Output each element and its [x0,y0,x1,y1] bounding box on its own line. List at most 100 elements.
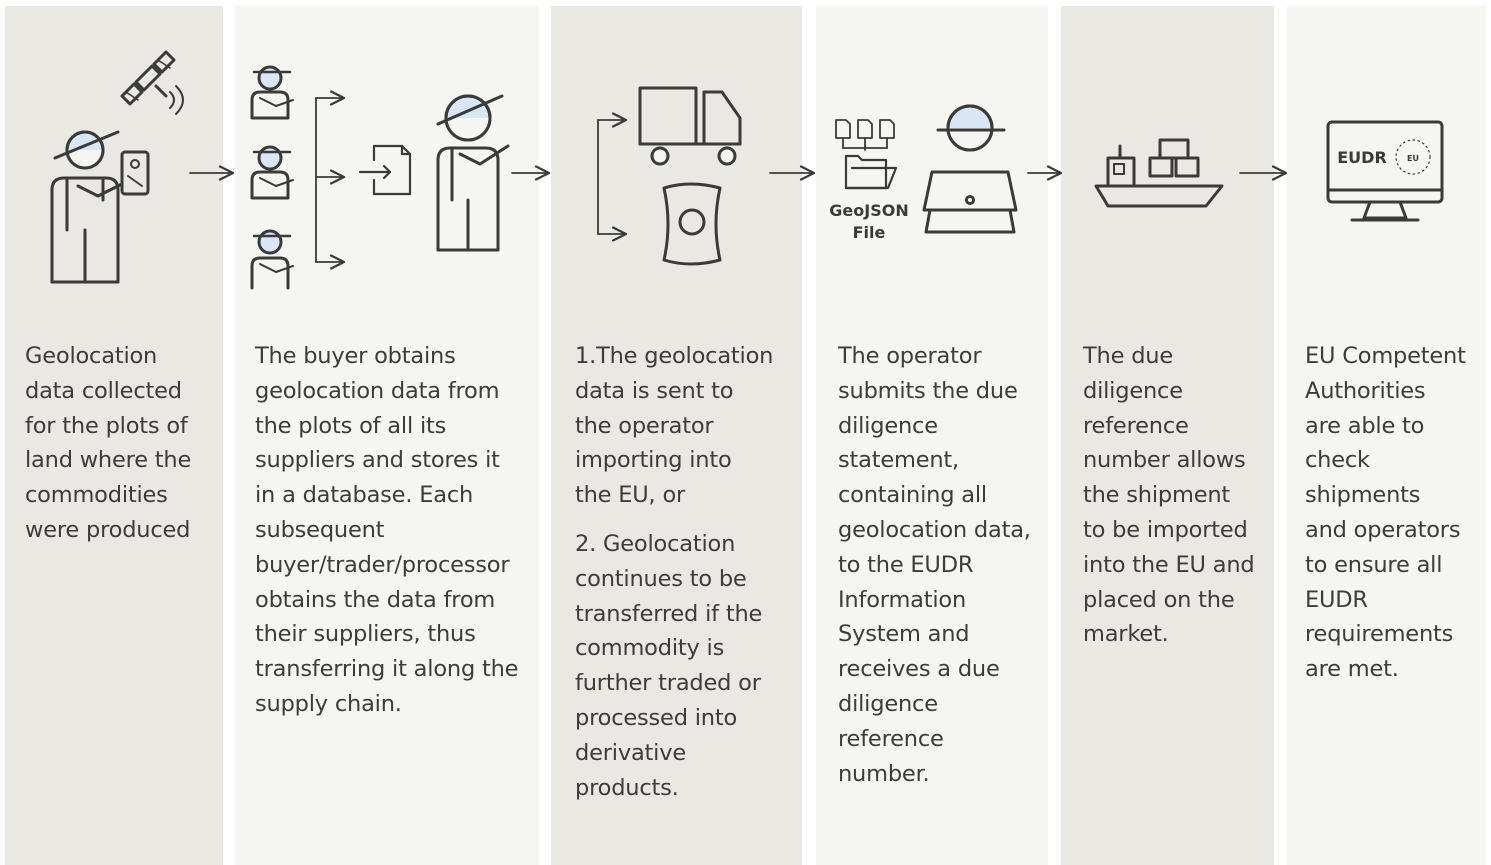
text-line: for the plots of [25,412,188,439]
text-line: number allows [1083,447,1246,474]
text-line: products. [575,774,679,801]
text-line: geolocation data, [838,516,1031,543]
text-line: the shipment [1083,482,1231,509]
text-line: Authorities [1305,377,1426,404]
operator-laptop-icon [922,104,1018,234]
satellite-icon [120,50,184,115]
text-line: suppliers and stores it [255,447,500,474]
text-line: supply chain. [255,690,402,717]
process-icons: GeoJSON File EUDR EU [50,50,1444,290]
text-line: are able to [1305,412,1425,439]
text-line: transferred if the [575,600,763,627]
text-line: receives a due [838,656,1000,683]
text-line: The buyer obtains [255,343,456,369]
step-3-panel [551,6,802,865]
text-line: Geolocation [25,343,158,369]
geojson-file-icon [835,119,898,190]
text-line: their suppliers, thus [255,621,476,648]
step-1-description: Geolocation data collected for the plots o… [25,339,220,548]
buyer-icon [436,94,510,252]
text-line: the plots of all its [255,412,447,439]
text-line: requirements [1305,621,1454,648]
text-line: The due [1083,343,1173,369]
text-line: geolocation data from [255,377,500,404]
text-line: diligence [838,690,938,717]
step-5-description: The due diligence reference number allows th… [1083,339,1273,652]
farmer-icon [50,130,124,284]
step-1-lines: Geolocation data collected for the plots o… [25,339,220,548]
text-line: are met. [1305,656,1399,683]
step-4-panel [816,6,1048,865]
text-line: further traded or [575,670,761,697]
text-line: the EU, or [575,482,686,509]
text-line: processed into [575,704,738,731]
step-5-panel [1061,6,1274,865]
step-5-lines: The due diligence reference number allows th… [1083,339,1273,652]
text-line: buyer/trader/processor [255,551,510,578]
commodity-sack-icon [662,182,722,266]
text-line: EU Competent [1305,343,1466,369]
geojson-label-line1: GeoJSON [829,201,908,220]
text-line: to be imported [1083,516,1248,543]
text-line: were produced [25,516,191,543]
text-line: market. [1083,621,1169,648]
step-4-description: The operator submits the due diligence stat… [838,339,1046,791]
text-line: continues to be [575,565,747,592]
eudr-monitor-icon [1326,120,1444,222]
text-line: placed on the [1083,586,1235,613]
text-line: importing into [575,447,732,474]
text-line: containing all [838,482,987,509]
text-line: EUDR [1305,586,1368,613]
cargo-ship-icon [1094,138,1224,208]
text-line: check [1305,447,1370,474]
text-line: the operator [575,412,714,439]
eudr-label: EUDR [1337,148,1387,167]
eu-badge-label: EU [1407,154,1419,163]
supplier-icon-3 [250,229,294,290]
text-line: commodity is [575,635,725,662]
text-line: into the EU and [1083,551,1255,578]
text-line: data is sent to [575,377,734,404]
text-line: 1.The geolocation [575,343,774,369]
text-line: diligence [838,412,938,439]
text-line: reference [1083,412,1189,439]
text-line: Information [838,586,967,613]
text-line: to ensure all [1305,551,1443,578]
text-line: reference [838,725,944,752]
text-line: transferring it along the [255,656,519,683]
step-6-panel [1287,6,1486,865]
geojson-label-line2: File [853,223,886,242]
text-line: diligence [1083,377,1183,404]
text-line: subsequent [255,516,385,543]
text-line: System and [838,621,970,648]
text-line: land where the [25,447,192,474]
step-3-part-1: 1.The geolocation data is sent to the oper… [575,339,800,513]
split-arrows [597,112,628,242]
text-line: to the EUDR [838,551,974,578]
smartphone-map-icon [120,150,150,196]
step-2-lines: The buyer obtains geolocation data from th… [255,339,537,722]
step-3-description: 1.The geolocation data is sent to the oper… [575,339,800,805]
text-line: commodities [25,482,168,509]
text-line: number. [838,760,930,787]
step-3-part-2: 2. Geolocation continues to be transferred… [575,527,800,805]
document-import-icon [358,144,412,196]
truck-icon [638,86,742,166]
text-line: data collected [25,377,182,404]
text-line: The operator [838,343,982,369]
step-2-description: The buyer obtains geolocation data from th… [255,339,537,722]
text-line: in a database. Each [255,482,474,509]
step-1-panel [5,6,223,865]
text-line: and operators [1305,516,1461,543]
text-line: statement, [838,447,959,474]
text-line: submits the due [838,377,1018,404]
text-line: derivative [575,739,686,766]
bracket-arrows [315,90,346,270]
supplier-icon-1 [250,65,294,120]
text-line: 2. Geolocation [575,530,736,557]
supplier-icon-2 [250,145,294,200]
text-line: obtains the data from [255,586,496,613]
text-line: shipments [1305,482,1421,509]
